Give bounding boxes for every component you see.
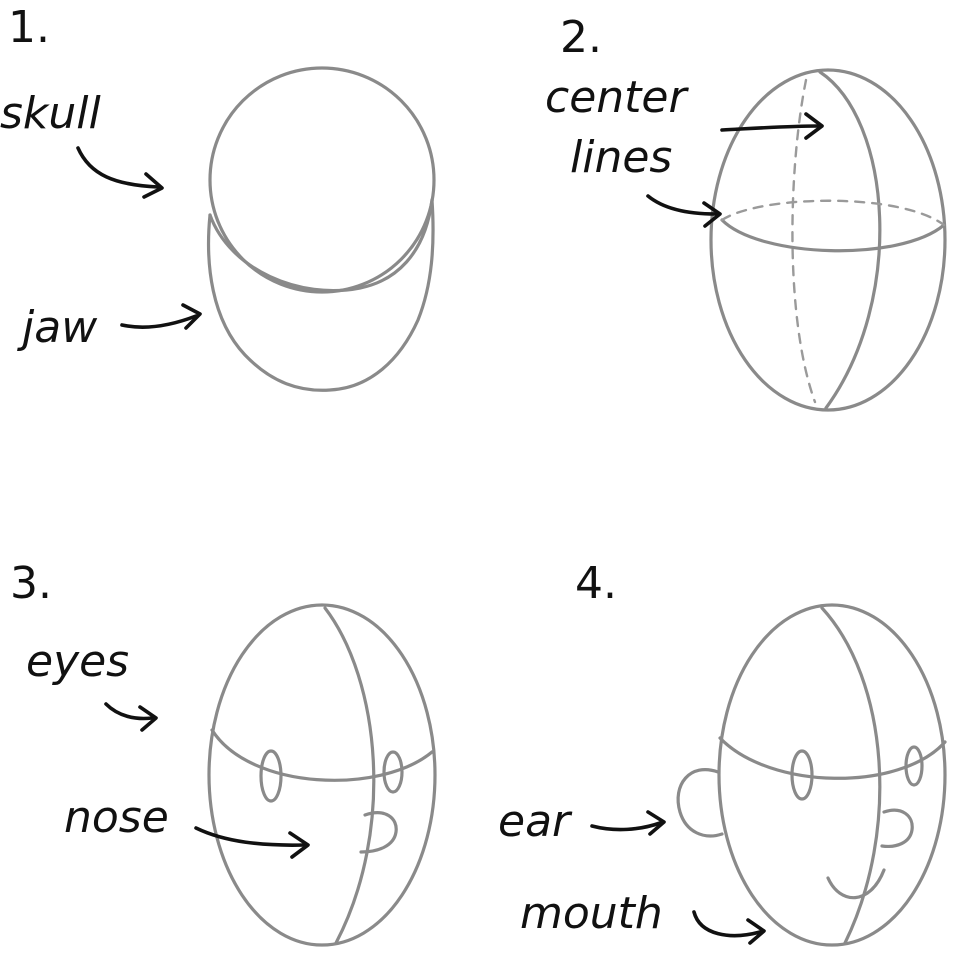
- right-eye: [382, 750, 404, 794]
- skull-circle: [208, 66, 436, 294]
- left-eye: [259, 749, 283, 803]
- jaw-label: jaw: [17, 302, 98, 353]
- step-4-number: 4.: [575, 558, 617, 609]
- left-eye: [790, 749, 814, 801]
- nose: [359, 811, 398, 854]
- step-3: 3. eyes nose: [10, 558, 437, 947]
- nose-arrow: [194, 826, 306, 847]
- center-arrow-top: [720, 124, 820, 132]
- mouth: [826, 868, 886, 900]
- jaw-arrow-head: [181, 303, 202, 330]
- step-1-number: 1.: [8, 2, 50, 53]
- right-eye: [904, 745, 924, 787]
- jaw-outline: [206, 198, 435, 392]
- nose: [880, 808, 914, 849]
- vertical-center-line: [818, 70, 882, 410]
- step-2-number: 2.: [560, 12, 602, 63]
- horizontal-center-line: [720, 218, 946, 253]
- skull-arrow: [76, 146, 160, 189]
- ear-arrow-head: [646, 810, 666, 836]
- mouth-arrow-head: [746, 918, 766, 945]
- step-4: 4. ear mouth: [498, 558, 947, 947]
- head-oval: [709, 68, 947, 412]
- eye-line: [210, 728, 434, 782]
- mouth-label: mouth: [520, 888, 663, 939]
- horizontal-hidden-line: [720, 199, 946, 227]
- brow-curve: [208, 198, 434, 293]
- jaw-arrow: [120, 314, 198, 329]
- vertical-center-line: [323, 606, 376, 945]
- ear: [676, 768, 724, 838]
- step-2: 2. center lines: [545, 12, 947, 412]
- skull-label: skull: [0, 88, 102, 139]
- mouth-arrow: [692, 910, 762, 938]
- eyes-arrow-head: [138, 705, 158, 732]
- vertical-hidden-line: [791, 78, 817, 404]
- center-arrow-top-head: [804, 112, 824, 140]
- eye-line: [718, 736, 947, 780]
- eyes-label: eyes: [26, 636, 129, 687]
- ear-label: ear: [498, 796, 573, 847]
- ear-arrow: [590, 821, 662, 832]
- eyes-arrow: [104, 702, 154, 721]
- center-label-line2: lines: [570, 132, 672, 183]
- head-oval: [207, 603, 437, 947]
- center-label-line1: center: [545, 72, 689, 123]
- step-1: 1. skull jaw: [0, 2, 436, 392]
- head-oval: [717, 603, 947, 947]
- step-3-number: 3.: [10, 558, 52, 609]
- nose-arrow-head: [288, 831, 310, 859]
- skull-arrow-head: [142, 172, 164, 199]
- nose-label: nose: [64, 792, 169, 843]
- center-arrow-bottom-head: [702, 201, 722, 228]
- center-arrow-bottom: [646, 194, 718, 216]
